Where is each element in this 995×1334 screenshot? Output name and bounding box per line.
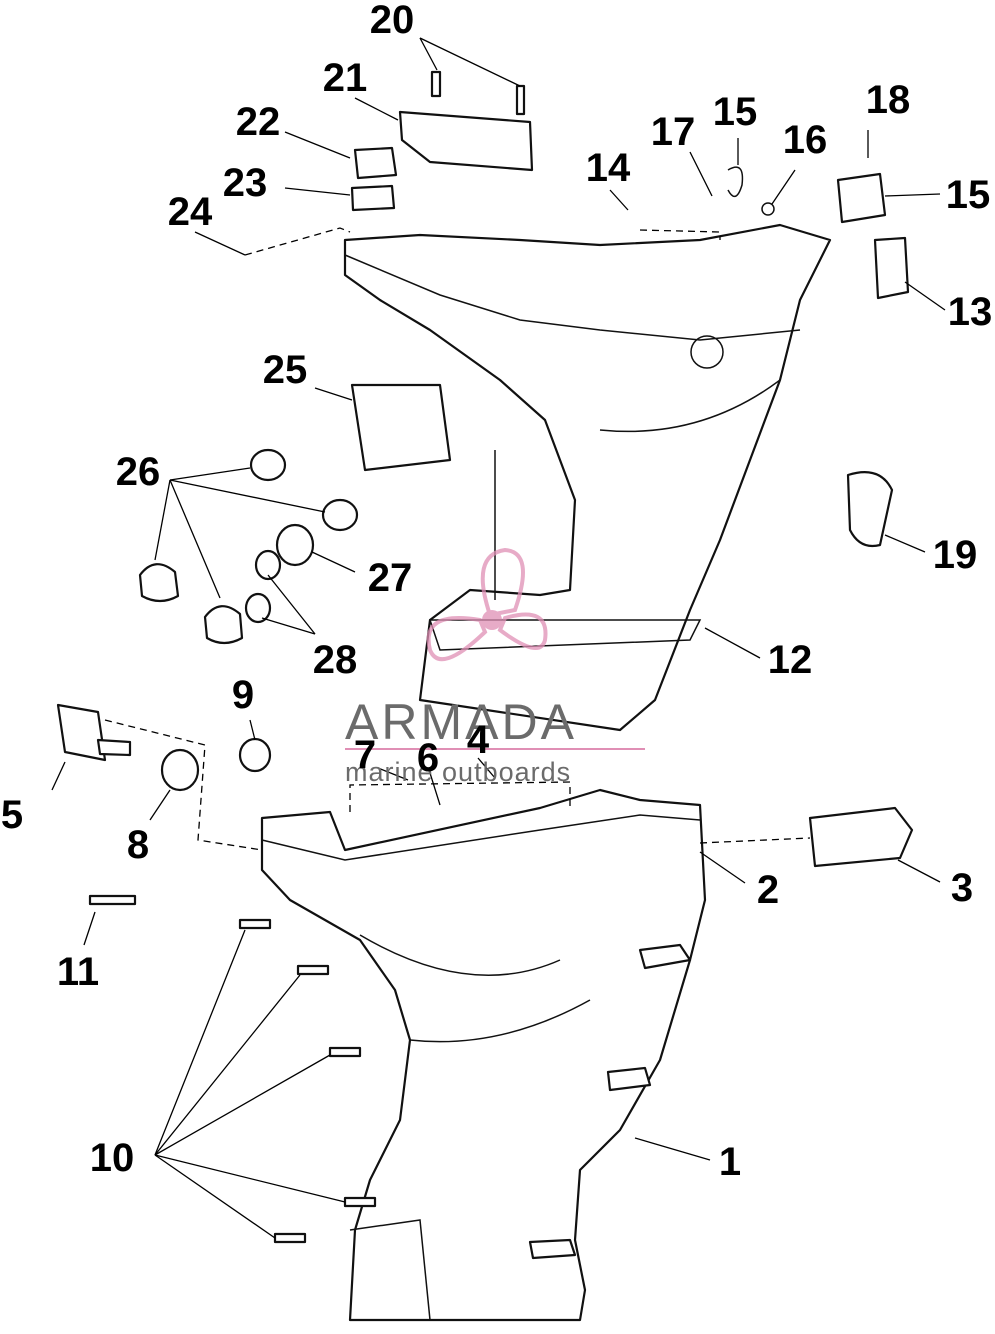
grommet-parts[interactable] — [138, 448, 359, 645]
callout-6[interactable]: 6 — [416, 736, 440, 780]
callout-7[interactable]: 7 — [353, 733, 377, 777]
callout-28[interactable]: 28 — [312, 638, 358, 682]
watermark-tagline: marine outboards — [345, 757, 572, 787]
callout-10[interactable]: 10 — [89, 1136, 135, 1180]
right-side-parts[interactable] — [727, 166, 910, 548]
callout-14[interactable]: 14 — [585, 146, 631, 190]
callout-13[interactable]: 13 — [947, 290, 993, 334]
callout-24[interactable]: 24 — [167, 190, 213, 234]
callout-11[interactable]: 11 — [56, 950, 100, 994]
callout-5[interactable]: 5 — [0, 793, 24, 837]
callout-20[interactable]: 20 — [369, 0, 415, 42]
callout-2[interactable]: 2 — [756, 868, 780, 912]
callout-17[interactable]: 17 — [650, 110, 696, 154]
callout-3[interactable]: 3 — [950, 866, 974, 910]
callout-4[interactable]: 4 — [466, 718, 490, 762]
assembly-dashed-lines — [104, 227, 811, 851]
callout-21[interactable]: 21 — [322, 56, 368, 100]
connector-parts[interactable] — [56, 703, 272, 792]
chassis-part[interactable] — [343, 223, 832, 732]
callout-16[interactable]: 16 — [782, 118, 828, 162]
callout-26[interactable]: 26 — [115, 450, 161, 494]
lower-cowl-part[interactable] — [260, 788, 707, 1322]
callout-19[interactable]: 19 — [932, 533, 978, 577]
bracket-part[interactable] — [350, 70, 534, 212]
watermark-brand: ARMADA — [345, 694, 577, 750]
callout-23[interactable]: 23 — [222, 161, 268, 205]
callout-15-top[interactable]: 15 — [712, 90, 758, 134]
cover-plate-part[interactable] — [350, 383, 452, 472]
leader-lines — [51, 37, 946, 1239]
trim-cover-part[interactable] — [808, 806, 914, 868]
callout-9[interactable]: 9 — [231, 673, 255, 717]
callout-12[interactable]: 12 — [767, 638, 813, 682]
callout-1[interactable]: 1 — [718, 1140, 742, 1184]
callout-22[interactable]: 22 — [235, 100, 281, 144]
callout-27[interactable]: 27 — [367, 556, 413, 600]
callout-18[interactable]: 18 — [865, 78, 911, 122]
propeller-logo-icon — [426, 547, 548, 662]
screw-parts[interactable] — [88, 894, 377, 1244]
callout-8[interactable]: 8 — [126, 823, 150, 867]
callout-15-right[interactable]: 15 — [945, 173, 991, 217]
callout-25[interactable]: 25 — [262, 348, 308, 392]
watermark-divider — [345, 748, 645, 750]
